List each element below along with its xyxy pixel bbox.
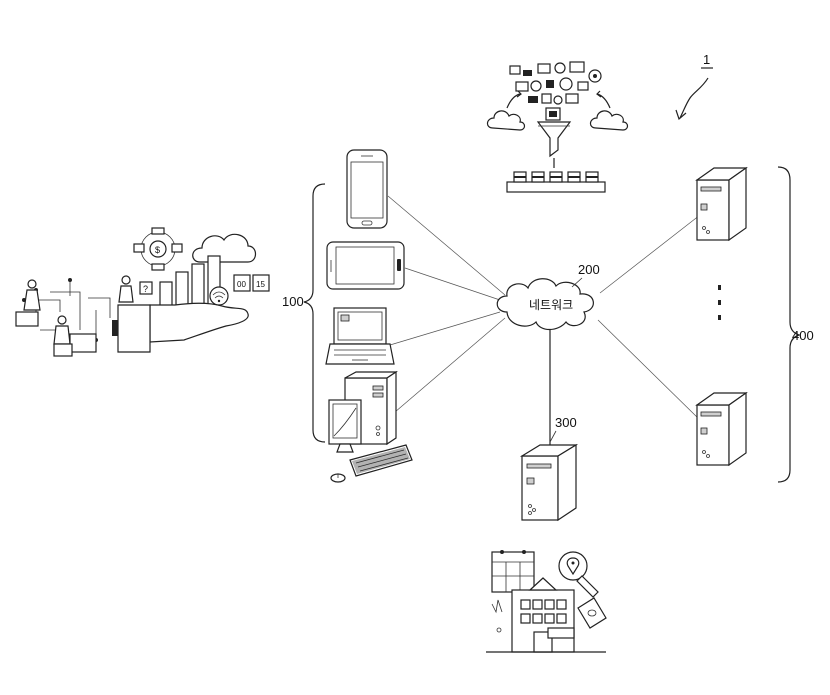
svg-text:?: ? xyxy=(143,284,148,294)
server-ref-label: 300 xyxy=(555,415,577,430)
hand-illustration: 00 15 $ ? xyxy=(15,227,270,357)
link-desktop xyxy=(387,317,506,419)
network-name: 네트워크 xyxy=(529,298,573,312)
system-ref-arrow xyxy=(679,77,709,119)
cloud-icon-right xyxy=(589,110,629,131)
keyboard-icon xyxy=(349,444,413,477)
person-icon-2 xyxy=(118,275,134,303)
building-illustration xyxy=(486,550,607,653)
wifi-icon xyxy=(209,286,229,306)
external-servers-brace: 400 xyxy=(777,166,814,483)
arrow-head xyxy=(675,109,687,121)
cloud-icon xyxy=(192,233,257,263)
money-icon-building xyxy=(577,597,607,629)
calendar-icon-building xyxy=(491,550,535,593)
link-tablet xyxy=(404,267,501,301)
tablet-icon xyxy=(326,241,405,290)
person-icon-3 xyxy=(53,315,97,357)
server-icon-bottom xyxy=(695,391,748,467)
link-laptop xyxy=(389,311,501,346)
link-server-top xyxy=(599,214,701,294)
magnifier-icon xyxy=(558,551,599,598)
server-icon-top xyxy=(695,166,748,242)
data-funnel-illustration xyxy=(486,61,629,193)
map-pin-icon xyxy=(566,557,580,576)
network-cloud-icon: 네트워크 200 xyxy=(496,262,600,331)
central-server-icon: 300 xyxy=(519,415,579,522)
svg-text:$: $ xyxy=(155,245,160,255)
svg-text:15: 15 xyxy=(256,280,265,289)
laptop-icon xyxy=(325,307,395,365)
system-ref-label: 1 xyxy=(703,52,710,67)
link-server-bottom xyxy=(597,319,701,421)
mouse-icon xyxy=(330,473,346,483)
svg-text:00: 00 xyxy=(237,280,246,289)
network-ref-label: 200 xyxy=(578,262,600,277)
calendar-icon xyxy=(233,274,251,292)
database-icon xyxy=(513,171,599,183)
hand-icon xyxy=(149,302,249,343)
building-icon xyxy=(511,577,575,653)
database-tray xyxy=(506,181,606,193)
network-links xyxy=(387,195,701,445)
smartphone-icon xyxy=(346,149,388,229)
funnel-icon xyxy=(536,121,572,158)
person-icon-1 xyxy=(15,279,41,327)
user-devices-brace: 100 xyxy=(282,183,326,443)
cloud-icon-left xyxy=(486,110,526,131)
money-icon xyxy=(149,240,167,258)
system-reference: 1 xyxy=(675,52,713,121)
ellipsis xyxy=(718,285,721,320)
link-smartphone xyxy=(387,195,506,296)
desktop-computer-icon xyxy=(328,370,398,453)
user-devices-label: 100 xyxy=(282,294,304,309)
external-servers-label: 400 xyxy=(792,328,814,343)
